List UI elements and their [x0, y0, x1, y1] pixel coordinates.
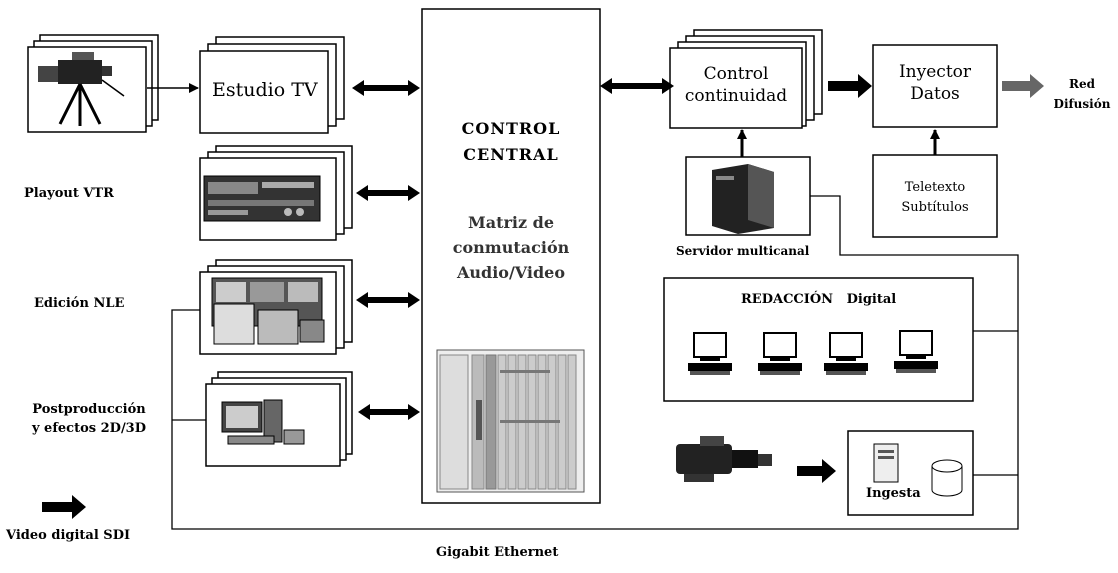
- red-difusion-label: Red Difusión: [1052, 74, 1112, 114]
- continuidad-line1: Control: [703, 64, 769, 84]
- red-line2: Difusión: [1053, 97, 1111, 111]
- router-matrix-icon: [436, 349, 585, 493]
- postproduccion-label: Postproducción y efectos 2D/3D: [14, 400, 164, 438]
- redaccion-title: REDACCIÓN Digital: [741, 292, 897, 307]
- vtr-deck-icon: [203, 175, 321, 222]
- ingesta-server-icon: [873, 443, 899, 483]
- database-cylinder-icon: [931, 459, 963, 497]
- ingesta-label: Ingesta: [866, 486, 921, 501]
- continuidad-line2: continuidad: [684, 86, 788, 106]
- nle-workstation-icon: [211, 277, 325, 345]
- inyector-line1: Inyector: [898, 62, 972, 82]
- gigabit-ethernet-label: Gigabit Ethernet: [436, 545, 559, 560]
- red-line1: Red: [1069, 77, 1095, 91]
- control-central-line1: CONTROL: [461, 119, 561, 138]
- matriz-label: Matriz de conmutación Audio/Video: [432, 210, 590, 285]
- inyector-line2: Datos: [910, 84, 960, 104]
- matriz-line1: Matriz de: [468, 213, 554, 232]
- teletexto-line2: Subtítulos: [901, 200, 969, 215]
- camcorder-to-ingesta-arrow: [797, 459, 836, 483]
- estudio-tv-stack: [199, 36, 345, 134]
- teletexto-box: [872, 154, 998, 238]
- output-arrow-red: [1002, 74, 1044, 98]
- legend-sdi-label: Video digital SDI: [6, 528, 131, 543]
- camcorder-icon: [676, 436, 772, 482]
- teletexto-line1: Teletexto: [904, 180, 966, 195]
- matriz-line3: Audio/Video: [456, 263, 566, 282]
- camera-icon: [38, 52, 125, 126]
- control-continuidad-label: Control continuidad: [672, 63, 800, 107]
- sdi-link-playout: [356, 185, 420, 201]
- inyector-datos-box: [872, 44, 998, 128]
- sdi-link-continuidad: [600, 78, 674, 94]
- postproduccion-line2: y efectos 2D/3D: [31, 421, 147, 436]
- control-central-line2: CENTRAL: [463, 145, 559, 164]
- computer-terminal-icon: [688, 330, 938, 375]
- gigabit-ethernet-network: [171, 195, 1019, 530]
- matriz-line2: conmutación: [452, 238, 570, 257]
- server-tower-icon: [712, 164, 774, 234]
- edicion-nle-label: Edición NLE: [34, 296, 125, 311]
- sdi-link-estudio: [352, 80, 420, 96]
- sdi-link-nle: [356, 292, 420, 308]
- sdi-arrow-to-inyector: [828, 74, 872, 98]
- playout-vtr-label: Playout VTR: [24, 186, 114, 201]
- postproduccion-line1: Postproducción: [32, 402, 146, 417]
- inyector-datos-label: Inyector Datos: [875, 61, 995, 105]
- servidor-multicanal-label: Servidor multicanal: [676, 244, 810, 258]
- control-continuidad-stack: [669, 29, 823, 129]
- control-central-title: CONTROL CENTRAL: [432, 116, 590, 168]
- sdi-link-postproduccion: [358, 404, 420, 420]
- legend-sdi-arrow: [42, 495, 86, 519]
- pc-workstation-icon: [221, 399, 305, 445]
- teletexto-label: Teletexto Subtítulos: [875, 178, 995, 218]
- estudio-tv-label: Estudio TV: [212, 79, 318, 101]
